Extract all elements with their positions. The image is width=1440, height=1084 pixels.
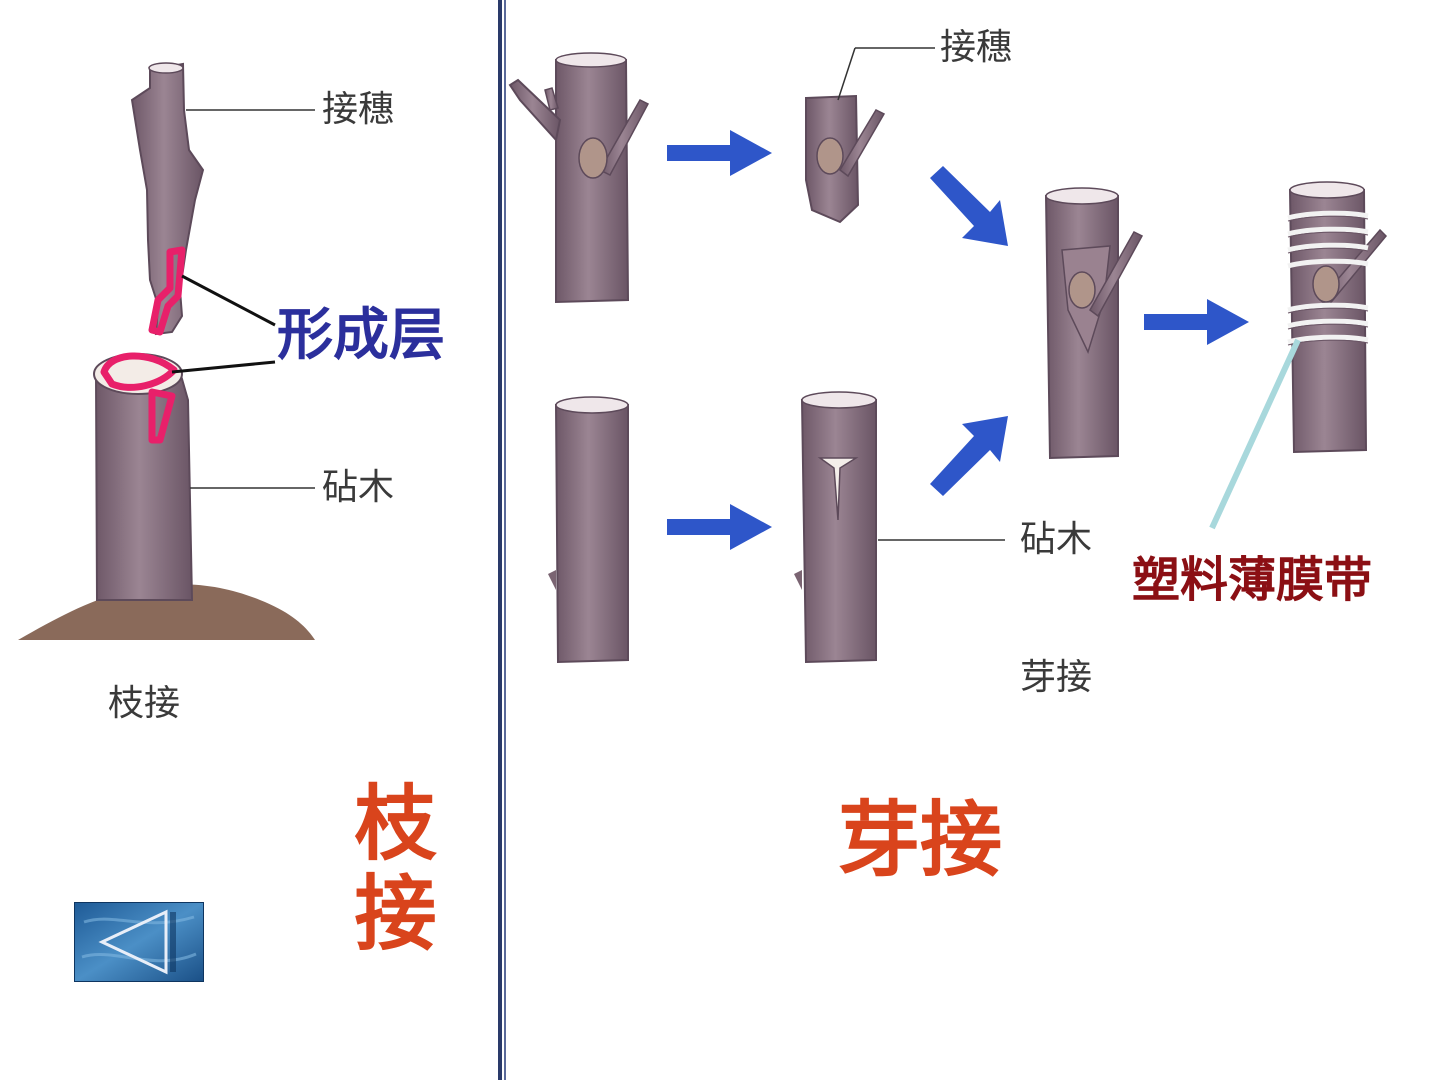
rootstock-plain — [548, 396, 629, 664]
film-label: 塑料薄膜带 — [1132, 552, 1373, 608]
left-caption: 枝接 — [108, 683, 181, 724]
back-triangle-icon — [73, 901, 205, 983]
right-scion-pointer — [837, 47, 856, 101]
left-title: 枝接 — [340, 780, 435, 960]
grafted-stock — [1044, 187, 1144, 460]
scion-branch — [130, 62, 205, 336]
arrow-right-bottom — [667, 504, 772, 550]
arrow-down-right — [930, 166, 1008, 246]
arrow-up-right — [930, 416, 1008, 496]
right-scion-label: 接穗 — [940, 27, 1013, 68]
scion-cambium-outline — [148, 246, 186, 336]
arrow-right-top — [667, 130, 772, 176]
rootstock-cambium-outline — [100, 352, 178, 444]
wrapped-graft — [1287, 181, 1388, 454]
cambium-label: 形成层 — [277, 303, 445, 368]
cambium-pointer-1 — [181, 274, 276, 327]
left-rootstock-label: 砧木 — [322, 467, 395, 508]
film-pointer — [1209, 338, 1301, 530]
cambium-pointer-2 — [171, 360, 276, 374]
rootstock-trunk — [94, 370, 194, 601]
arrow-right-final — [1144, 299, 1249, 345]
right-title: 芽接 — [838, 793, 1003, 888]
scion-top-cut — [148, 62, 184, 74]
bud-shield — [805, 94, 886, 224]
back-button[interactable] — [73, 901, 205, 983]
left-scion-label: 接穗 — [322, 89, 395, 130]
right-caption: 芽接 — [1020, 657, 1093, 698]
bud-source-branch — [508, 52, 650, 304]
plastic-film-wraps — [1287, 210, 1369, 345]
soil-mound — [18, 584, 315, 640]
vertical-divider — [498, 0, 506, 1080]
right-rootstock-label: 砧木 — [1020, 519, 1093, 560]
rootstock-t-cut — [794, 391, 877, 664]
